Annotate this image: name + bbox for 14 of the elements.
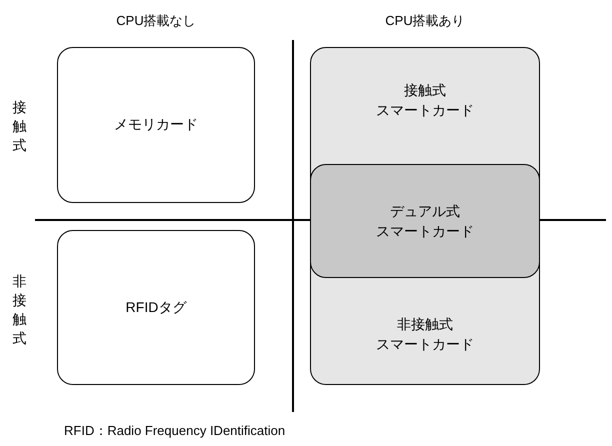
column-header: CPU搭載なし xyxy=(115,12,197,30)
box-label: RFIDタグ xyxy=(126,298,186,317)
box-label: メモリカード xyxy=(114,115,198,134)
row-header: 非接触式 xyxy=(12,272,27,348)
caption: RFID：Radio Frequency IDentification xyxy=(64,422,286,440)
category-box xyxy=(57,230,255,385)
box-label: デュアル式スマートカード xyxy=(375,202,475,241)
column-header: CPU搭載あり xyxy=(384,12,466,30)
overlap-box xyxy=(310,164,540,278)
box-label: 非接触式スマートカード xyxy=(375,315,475,354)
category-box xyxy=(57,47,255,203)
category-box xyxy=(310,47,540,385)
row-header: 接触式 xyxy=(12,98,27,155)
box-label: 接触式スマートカード xyxy=(375,81,475,120)
